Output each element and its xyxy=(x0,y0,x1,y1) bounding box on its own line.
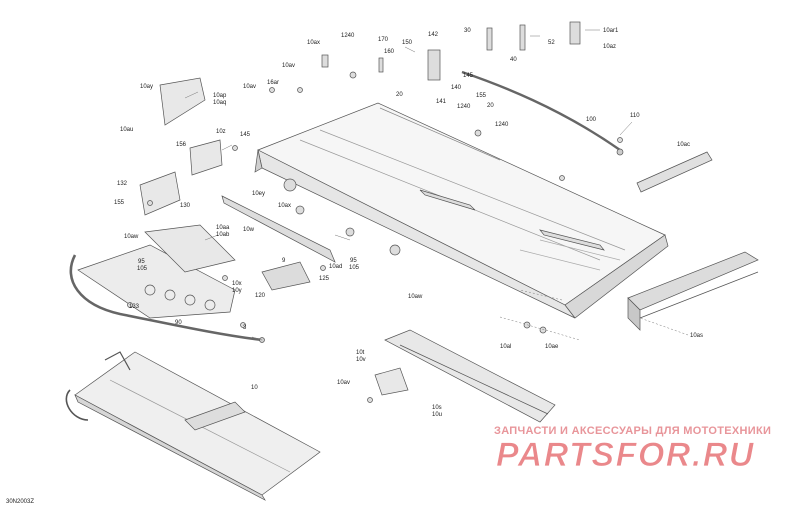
callout-10ad: 10ad xyxy=(329,264,343,270)
watermark-logo: PARTSFOR.RU xyxy=(496,436,755,472)
side-rail-part xyxy=(384,329,556,423)
callout-156: 156 xyxy=(176,142,187,148)
callout-10x: 10x xyxy=(232,281,242,287)
callout-10s: 10s xyxy=(432,405,442,411)
callout-10ac: 10ac xyxy=(677,142,691,148)
callout-150: 150 xyxy=(402,40,413,46)
callout-141: 141 xyxy=(436,99,447,105)
callout-10aw-mid: 10aw xyxy=(408,294,423,300)
callout-160: 160 xyxy=(384,49,395,55)
callout-3: 3 xyxy=(243,325,247,331)
callout-30: 30 xyxy=(464,28,471,34)
callout-1240-right: 1240 xyxy=(495,122,509,128)
hardware-parts xyxy=(127,21,623,403)
diagram-code: 30N2003Z xyxy=(6,499,35,505)
strip-part xyxy=(221,195,336,263)
callout-110: 110 xyxy=(630,113,640,119)
callout-10v: 10v xyxy=(356,357,366,363)
callout-10ax-top: 10ax xyxy=(307,40,321,46)
callout-40: 40 xyxy=(510,57,517,63)
callout-105-left: 105 xyxy=(137,266,148,272)
frame-inset-part xyxy=(65,351,321,501)
watermark-tagline: ЗАПЧАСТИ И АКСЕССУАРЫ ДЛЯ МОТОТЕХНИКИ xyxy=(494,425,772,437)
callout-10al: 10al xyxy=(500,344,512,350)
callout-52: 52 xyxy=(548,40,555,46)
callout-20-b: 20 xyxy=(487,103,494,109)
callout-125: 125 xyxy=(319,276,330,282)
callout-100: 100 xyxy=(586,117,597,123)
callout-142: 142 xyxy=(428,32,439,38)
callout-10ae: 10ae xyxy=(545,344,559,350)
callout-95-left: 95 xyxy=(138,259,145,265)
leader-lines xyxy=(184,29,689,341)
callout-10ax-mid: 10ax xyxy=(278,203,292,209)
callout-95-mid: 95 xyxy=(350,258,357,264)
callout-10aq: 10aq xyxy=(213,100,227,106)
left-bracket-part xyxy=(139,171,181,216)
callout-133: 133 xyxy=(129,304,140,310)
callout-10ay: 10ay xyxy=(140,84,154,90)
watermark-brand: PARTSFOR.RU xyxy=(496,436,755,472)
callout-145-right: 145 xyxy=(463,73,474,79)
callout-10ey: 10ey xyxy=(252,191,266,197)
callout-90: 90 xyxy=(175,320,182,326)
side-bracket-part xyxy=(636,151,713,193)
steering-rod-part xyxy=(461,70,624,156)
front-plate-part xyxy=(77,244,236,319)
callout-170: 170 xyxy=(378,37,389,43)
callout-10w: 10w xyxy=(243,227,255,233)
callout-10: 10 xyxy=(251,385,258,391)
callout-10au: 10au xyxy=(120,127,134,133)
callout-130: 130 xyxy=(180,203,191,209)
callout-10z: 10z xyxy=(216,129,226,135)
callout-145-left: 145 xyxy=(240,132,251,138)
rail-bracket-part xyxy=(374,367,409,396)
callout-10ap: 10ap xyxy=(213,93,227,99)
callout-140: 140 xyxy=(451,85,462,91)
callout-20-a: 20 xyxy=(396,92,403,98)
callout-120: 120 xyxy=(255,293,266,299)
upper-bracket-part xyxy=(159,77,206,126)
callout-10aw-left: 10aw xyxy=(124,234,139,240)
callout-132: 132 xyxy=(117,181,128,187)
callout-1240-mid: 1240 xyxy=(457,104,471,110)
callout-155-top: 155 xyxy=(476,93,487,99)
callout-10ab: 10ab xyxy=(216,232,230,238)
rear-rail-part xyxy=(627,251,759,331)
callout-10av-low: 10av xyxy=(337,380,351,386)
front-bracket-part xyxy=(144,224,236,273)
callout-10av-1: 10av xyxy=(282,63,296,69)
callout-10as: 10as xyxy=(690,333,704,339)
callout-16ar: 16ar xyxy=(267,80,280,86)
mid-bracket-part xyxy=(189,139,223,176)
callout-10ar1: 10ar1 xyxy=(603,28,619,34)
callout-155-left: 155 xyxy=(114,200,125,206)
callout-10t: 10t xyxy=(356,350,365,356)
callout-10u: 10u xyxy=(432,412,443,418)
callout-10y: 10y xyxy=(232,288,242,294)
callout-10az: 10az xyxy=(603,44,617,50)
callout-10av-2: 10av xyxy=(243,84,257,90)
tunnel-frame xyxy=(254,102,669,319)
callout-105-mid: 105 xyxy=(349,265,360,271)
callout-9: 9 xyxy=(282,258,286,264)
callout-10aa: 10aa xyxy=(216,225,230,231)
callout-1240-top: 1240 xyxy=(341,33,355,39)
footrest-part xyxy=(261,261,311,291)
